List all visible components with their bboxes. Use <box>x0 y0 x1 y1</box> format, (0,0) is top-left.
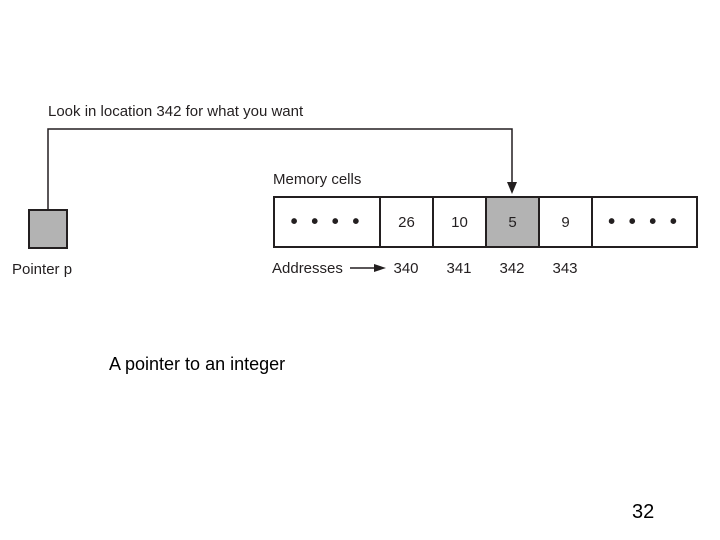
pointer-box <box>28 209 68 249</box>
memory-cell-340: 26 <box>379 196 434 248</box>
memory-cells-label: Memory cells <box>273 171 362 188</box>
memory-cell-343: 9 <box>538 196 593 248</box>
caption: A pointer to an integer <box>109 354 286 374</box>
memory-cell-ellipsis-left: • • • • <box>273 196 381 248</box>
memory-cell-ellipsis-right: • • • • <box>591 196 698 248</box>
addresses-arrowhead <box>374 264 386 272</box>
instruction-label: Look in location 342 for what you want <box>48 103 304 120</box>
memory-cell-341: 10 <box>432 196 487 248</box>
cell-value: 26 <box>398 213 415 231</box>
slide-number: 32 <box>632 501 655 523</box>
cell-value: 5 <box>508 213 517 231</box>
address-343: 343 <box>552 260 578 277</box>
memory-cell-342: 5 <box>485 196 540 248</box>
cell-value: • • • • <box>608 210 681 233</box>
cell-value: • • • • <box>290 210 364 233</box>
pointer-connector-line <box>47 128 513 209</box>
address-340: 340 <box>393 260 419 277</box>
cell-value: 9 <box>561 213 570 231</box>
addresses-label: Addresses <box>272 260 343 277</box>
address-341: 341 <box>446 260 472 277</box>
pointer-label: Pointer p <box>12 261 73 278</box>
pointer-arrowhead <box>507 182 517 194</box>
cell-value: 10 <box>451 213 468 231</box>
address-342: 342 <box>499 260 525 277</box>
